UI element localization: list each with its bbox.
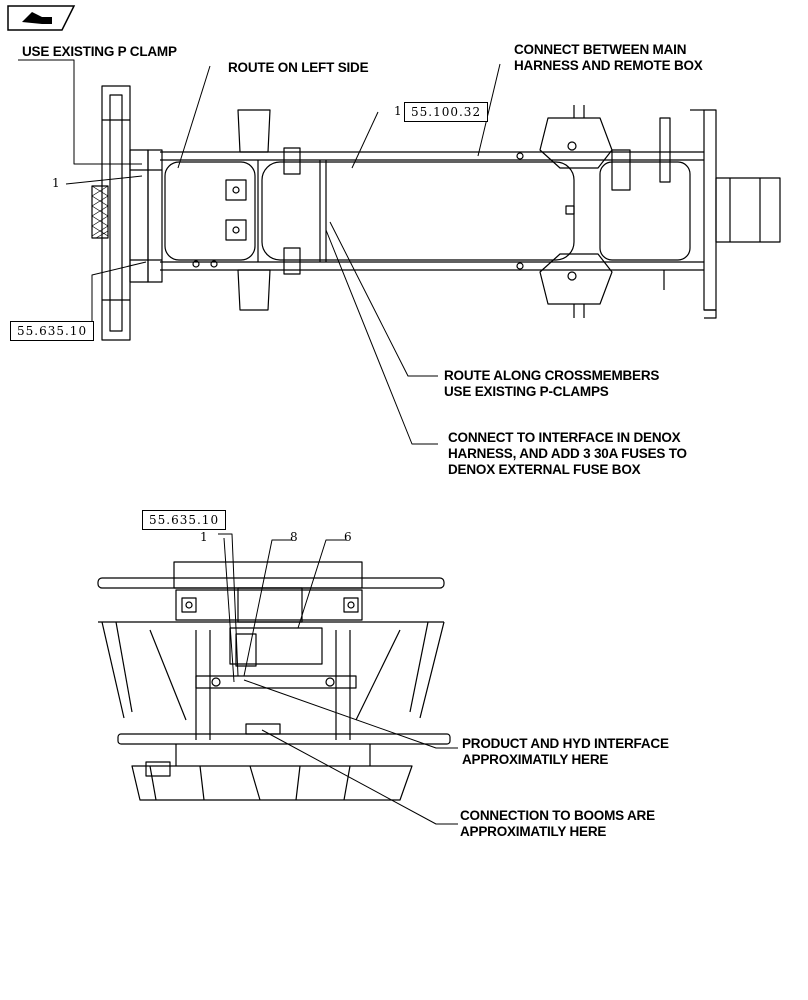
chassis-top-view [91, 85, 781, 341]
note-line: CONNECTION TO BOOMS ARE [460, 808, 655, 823]
note-use-existing-p-clamp: USE EXISTING P CLAMP [22, 44, 177, 59]
note-route-along-crossmembers: ROUTE ALONG CROSSMEMBERS USE EXISTING P-… [444, 368, 659, 400]
item-number: 1 [200, 530, 208, 544]
reference-link-55-635-10-bottom[interactable]: 55.635.10 [142, 510, 227, 530]
rear-section-view [97, 561, 451, 801]
note-line: CONNECT TO INTERFACE IN DENOX [448, 430, 681, 445]
note-connect-between-main: CONNECT BETWEEN MAIN HARNESS AND REMOTE … [514, 42, 703, 74]
reference-link-55-100-32[interactable]: 55.100.32 [404, 102, 489, 122]
item-number: 1 [52, 176, 60, 190]
note-line: USE EXISTING P-CLAMPS [444, 384, 609, 399]
note-connection-to-booms: CONNECTION TO BOOMS ARE APPROXIMATILY HE… [460, 808, 655, 840]
note-connect-to-interface: CONNECT TO INTERFACE IN DENOX HARNESS, A… [448, 430, 687, 478]
note-line: HARNESS AND REMOTE BOX [514, 58, 703, 73]
note-line: PRODUCT AND HYD INTERFACE [462, 736, 669, 751]
note-line: HARNESS, AND ADD 3 30A FUSES TO [448, 446, 687, 461]
note-line: ROUTE ALONG CROSSMEMBERS [444, 368, 660, 383]
item-number: 1 [394, 104, 402, 118]
item-number: 6 [344, 530, 352, 544]
note-line: APPROXIMATILY HERE [462, 752, 609, 767]
note-route-on-left-side: ROUTE ON LEFT SIDE [228, 60, 369, 75]
reference-link-55-635-10-top[interactable]: 55.635.10 [10, 321, 95, 341]
back-arrow-icon[interactable] [6, 4, 76, 32]
note-product-hyd-interface: PRODUCT AND HYD INTERFACE APPROXIMATILY … [462, 736, 669, 768]
note-line: APPROXIMATILY HERE [460, 824, 607, 839]
note-line: CONNECT BETWEEN MAIN [514, 42, 687, 57]
item-number: 8 [290, 530, 298, 544]
note-line: DENOX EXTERNAL FUSE BOX [448, 462, 641, 477]
